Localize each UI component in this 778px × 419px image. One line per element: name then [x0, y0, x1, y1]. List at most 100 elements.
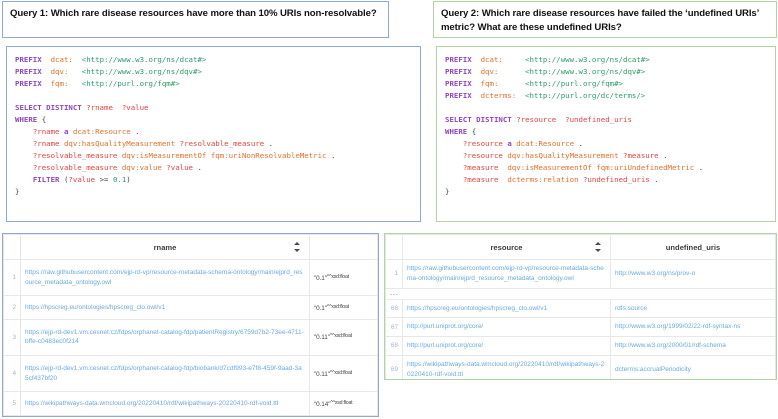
cell-resource[interactable]: https://raw.githubusercontent.com/ejp-rd… [402, 259, 611, 289]
cell-rname[interactable]: https://hpscreg.eu/ontologies/hpscreg_cl… [20, 295, 310, 320]
undefined-uri-link[interactable]: http://www.w3.org/2000/01/rdf-schema [615, 342, 726, 349]
code-token: dqv:isMeasurementOf [121, 151, 207, 160]
code-line: SELECT DISTINCT ?resource ?undefined_uri… [445, 114, 767, 126]
code-token: SELECT DISTINCT [445, 115, 512, 124]
cell-rname[interactable]: https://wikipathways-data.wmcloud.org/20… [20, 391, 310, 416]
code-token: ?rname [32, 127, 60, 136]
code-token: ?value [68, 175, 96, 184]
cell-rname[interactable]: https://ejp-rd-dev1.vm.cesnet.cz/fdps/or… [20, 355, 310, 393]
resource-link[interactable]: https://raw.githubusercontent.com/ejp-rd… [25, 268, 303, 286]
code-token: WHERE [15, 115, 38, 124]
resource-link[interactable]: https://raw.githubusercontent.com/ejp-rd… [407, 265, 604, 282]
code-token: dqv:hasQualityMeasurement [507, 151, 619, 160]
code-line [445, 102, 767, 114]
resource-link[interactable]: https://hpscreg.eu/ontologies/hpscreg_cl… [25, 303, 166, 311]
code-token: dqv:hasQualityMeasurement [63, 139, 176, 148]
sort-icon[interactable] [595, 242, 602, 252]
cell-rname[interactable]: https://ejp-rd-dev1.vm.cesnet.cz/fdps/or… [20, 318, 310, 357]
column-header-undefined-uris[interactable]: undefined_uris [610, 234, 776, 260]
code-token: ?measure [462, 163, 499, 172]
code-token: . [658, 151, 668, 160]
cell-undefined-uri[interactable]: dcterms:accrualPeriodicity [610, 354, 776, 379]
resource-link[interactable]: https://ejp-rd-dev1.vm.cesnet.cz/fdps/or… [25, 364, 302, 382]
table-row: 66 https://hpscreg.eu/ontologies/hpscreg_… [385, 298, 776, 319]
resource-link[interactable]: https://hpscreg.eu/ontologies/hpscreg_cl… [407, 304, 548, 312]
code-token [15, 151, 33, 160]
value-literal: "0.14" [314, 400, 331, 408]
resource-link[interactable]: https://wikipathways-data.wmcloud.org/20… [407, 360, 605, 378]
cell-undefined-uri[interactable]: http://www.w3.org/ns/prov-o [610, 259, 776, 289]
row-index: 5 [3, 391, 21, 416]
cell-resource[interactable]: http://purl.uniprot.org/core/ [402, 336, 611, 356]
cell-resource[interactable]: http://purl.uniprot.org/core/ [402, 317, 611, 337]
code-line: PREFIX dcat: <http://www.w3.org/ns/dcat#… [15, 54, 412, 66]
code-token: dqv: [41, 67, 69, 76]
code-token: ?rname [32, 139, 60, 148]
undefined-uri-link[interactable]: http://www.w3.org/ns/prov-o [615, 269, 696, 277]
value-literal: "0.1" [314, 304, 327, 312]
cell-resource[interactable]: https://hpscreg.eu/ontologies/hpscreg_cl… [402, 298, 611, 319]
cell-rname[interactable]: https://raw.githubusercontent.com/ejp-rd… [20, 258, 310, 297]
resource-link[interactable]: https://ejp-rd-dev1.vm.cesnet.cz/fdps/or… [25, 328, 304, 346]
value-datatype: ^^xsd:float [326, 303, 349, 310]
undefined-uri-link[interactable]: dcterms:accrualPeriodicity [615, 365, 691, 373]
value-datatype: ^^xsd:float [329, 369, 352, 376]
code-token: { [37, 115, 47, 124]
code-token: ?resolvable_measure [32, 151, 118, 160]
cell-value: "0.11"^^xsd:float [309, 318, 378, 357]
ellipsis-label: ... [385, 287, 776, 300]
code-line: } [445, 186, 767, 198]
cell-undefined-uri[interactable]: rdfs:source [610, 298, 776, 319]
value-literal: "0.11" [314, 370, 330, 378]
code-token: dcterms:relation [507, 175, 579, 184]
code-line: ?resource dqv:hasQualityMeasurement ?mea… [445, 150, 767, 162]
cell-undefined-uri[interactable]: http://www.w3.org/1999/02/22-rdf-syntax-… [610, 317, 776, 337]
value-datatype: ^^xsd:float [326, 273, 349, 280]
code-line: WHERE { [15, 114, 412, 126]
code-token: dcat: [471, 55, 503, 64]
resource-link[interactable]: https://wikipathways-data.wmcloud.org/20… [25, 399, 279, 407]
cell-resource[interactable]: https://wikipathways-data.wmcloud.org/20… [402, 354, 611, 379]
table-truncation-row: ... [385, 287, 776, 300]
code-token: { [467, 127, 477, 136]
code-token [73, 55, 82, 64]
row-index: 1 [385, 259, 403, 289]
code-line: PREFIX fqm: <http://purl.org/fqm#> [15, 78, 412, 90]
sort-icon[interactable] [294, 242, 301, 252]
cell-undefined-uri[interactable]: http://www.w3.org/2000/01/rdf-schema [610, 336, 776, 356]
undefined-uri-link[interactable]: http://www.w3.org/1999/02/22-rdf-syntax-… [615, 323, 741, 331]
code-token: PREFIX [445, 79, 472, 88]
query-2-sparql-code: PREFIX dcat: <http://www.w3.org/ns/dcat#… [437, 47, 775, 204]
code-line: ?resolvable_measure dqv:isMeasurementOf … [15, 150, 412, 162]
resource-link[interactable]: http://purl.uniprot.org/core/ [407, 323, 484, 331]
column-header-label: undefined_uris [665, 242, 721, 252]
code-line: ?resolvable_measure dqv:value ?value . [15, 162, 412, 174]
code-token: } [445, 187, 450, 196]
value-literal: "0.11" [314, 334, 330, 342]
code-token: <http://www.w3.org/ns/dcat#> [525, 55, 650, 64]
code-token [113, 103, 122, 112]
code-token: ?resolvable_measure [32, 163, 118, 172]
column-header-rname[interactable]: rname [20, 234, 310, 260]
table-header-row: resource undefined_uris [385, 234, 776, 260]
code-line: PREFIX dcat: <http://www.w3.org/ns/dcat#… [445, 54, 767, 66]
code-token: fqm: [471, 79, 499, 88]
row-index: 2 [3, 295, 21, 320]
undefined-uri-link[interactable]: rdfs:source [615, 304, 648, 312]
row-index: 66 [385, 298, 403, 319]
code-line: } [15, 186, 412, 198]
column-header-resource[interactable]: resource [402, 234, 611, 260]
code-token: ?resource [462, 151, 503, 160]
code-token: ( [59, 175, 69, 184]
row-index: 4 [3, 355, 21, 393]
query-2-title-panel: Query 2: Which rare disease resources ha… [433, 1, 777, 38]
code-token: PREFIX [445, 67, 472, 76]
code-token: } [15, 187, 20, 196]
row-index-header [385, 234, 403, 260]
resource-link[interactable]: http://purl.uniprot.org/core/ [407, 342, 484, 349]
